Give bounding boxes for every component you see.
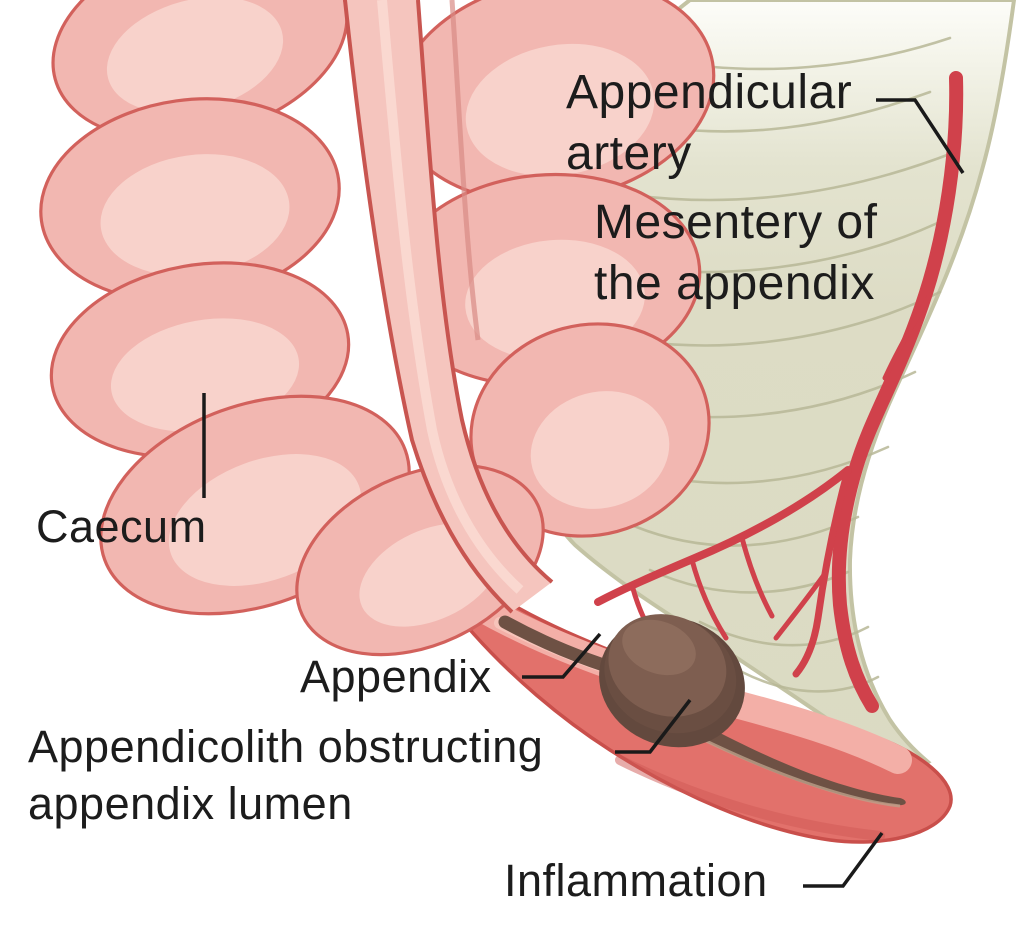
label-mesentery: Mesentery of the appendix (594, 192, 877, 314)
label-caecum: Caecum (36, 501, 207, 552)
taenia-coli-band (343, 0, 554, 614)
appendicular-artery-vessel (594, 71, 964, 713)
mesentery-of-appendix (525, 0, 1017, 778)
appendicolith-leader (615, 698, 692, 754)
label-appendicular-artery-line2: artery (566, 127, 692, 180)
label-appendicolith-line2: appendix lumen (28, 778, 353, 829)
label-appendicolith-line1: Appendicolith obstructing (28, 721, 544, 772)
leader-lines (202, 98, 965, 888)
label-mesentery-line2: the appendix (594, 257, 875, 310)
appendicular-artery-leader (876, 98, 965, 174)
inflammation-shading (615, 755, 885, 841)
label-appendicular-artery-line1: Appendicular (566, 66, 853, 119)
inflammation-leader (803, 831, 884, 888)
appendix-leader (522, 632, 602, 679)
appendix-shape (445, 560, 953, 844)
label-mesentery-line1: Mesentery of (594, 196, 878, 249)
label-appendicolith: Appendicolith obstructing appendix lumen (28, 718, 543, 832)
caecum-shape (39, 0, 716, 657)
label-appendicular-artery: Appendicular artery (566, 62, 852, 184)
label-inflammation: Inflammation (504, 855, 768, 906)
label-appendix: Appendix (300, 651, 492, 702)
appendicolith-shape (599, 614, 745, 748)
